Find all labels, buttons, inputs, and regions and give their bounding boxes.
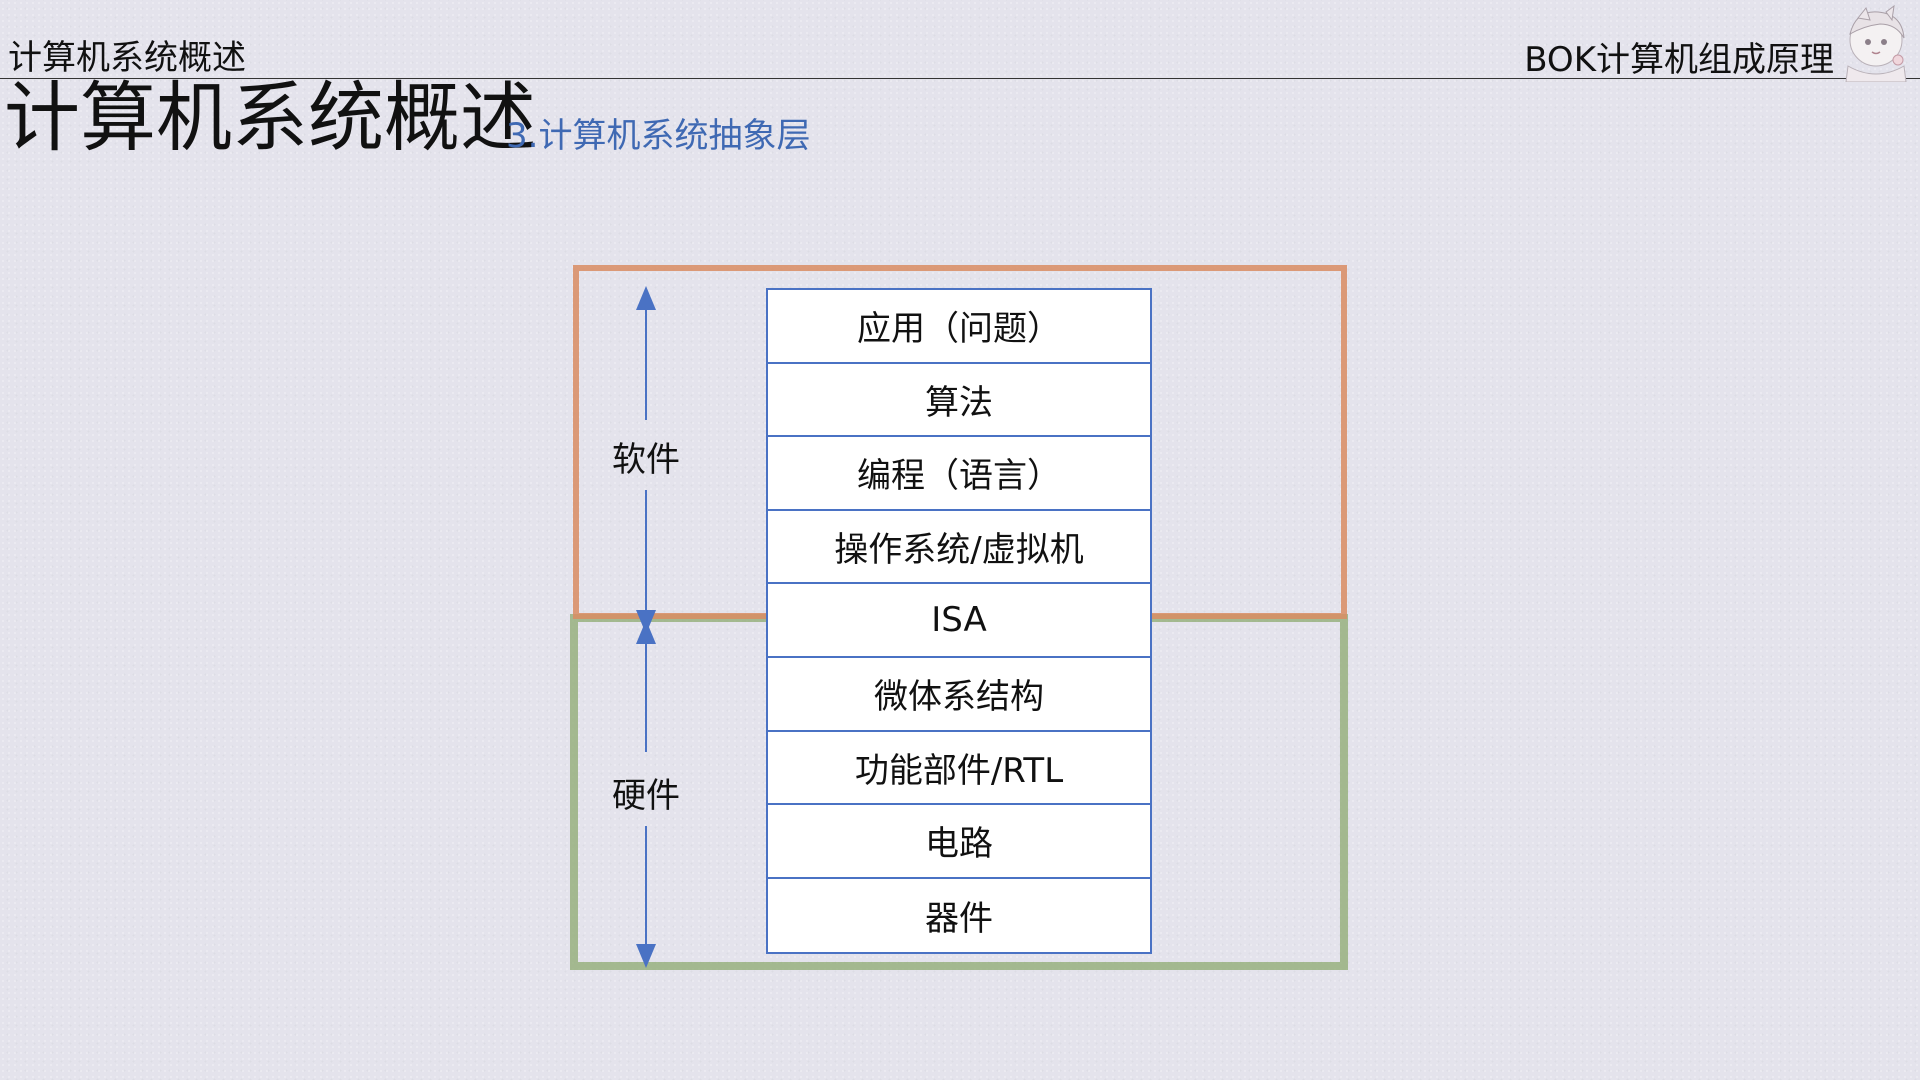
page-title: 计算机系统概述 bbox=[4, 73, 536, 162]
layer-circuits: 电路 bbox=[768, 805, 1150, 879]
layer-algorithm: 算法 bbox=[768, 364, 1150, 438]
layer-programming: 编程（语言） bbox=[768, 437, 1150, 511]
layer-devices: 器件 bbox=[925, 899, 993, 940]
header-left-title: 计算机系统概述 bbox=[8, 38, 246, 78]
character-illustration bbox=[1845, 4, 1907, 82]
header-divider bbox=[0, 78, 1920, 79]
layer-functional-units: 功能部件/RTL bbox=[768, 732, 1150, 806]
layer-application: 应用（问题） bbox=[768, 290, 1150, 364]
layer-isa: ISA bbox=[768, 584, 1150, 658]
software-group-label: 软件 bbox=[612, 440, 680, 480]
hardware-group-label: 硬件 bbox=[612, 776, 680, 816]
layer-os-vm: 操作系统/虚拟机 bbox=[768, 511, 1150, 585]
layer-stack: 应用（问题） 算法 编程（语言） 操作系统/虚拟机 ISA 微体系结构 功能部件… bbox=[766, 288, 1152, 955]
layer-microarchitecture: 微体系结构 bbox=[768, 658, 1150, 732]
header-right-title: BOK计算机组成原理 bbox=[1524, 40, 1834, 80]
page-subtitle: 3.计算机系统抽象层 bbox=[506, 116, 811, 156]
